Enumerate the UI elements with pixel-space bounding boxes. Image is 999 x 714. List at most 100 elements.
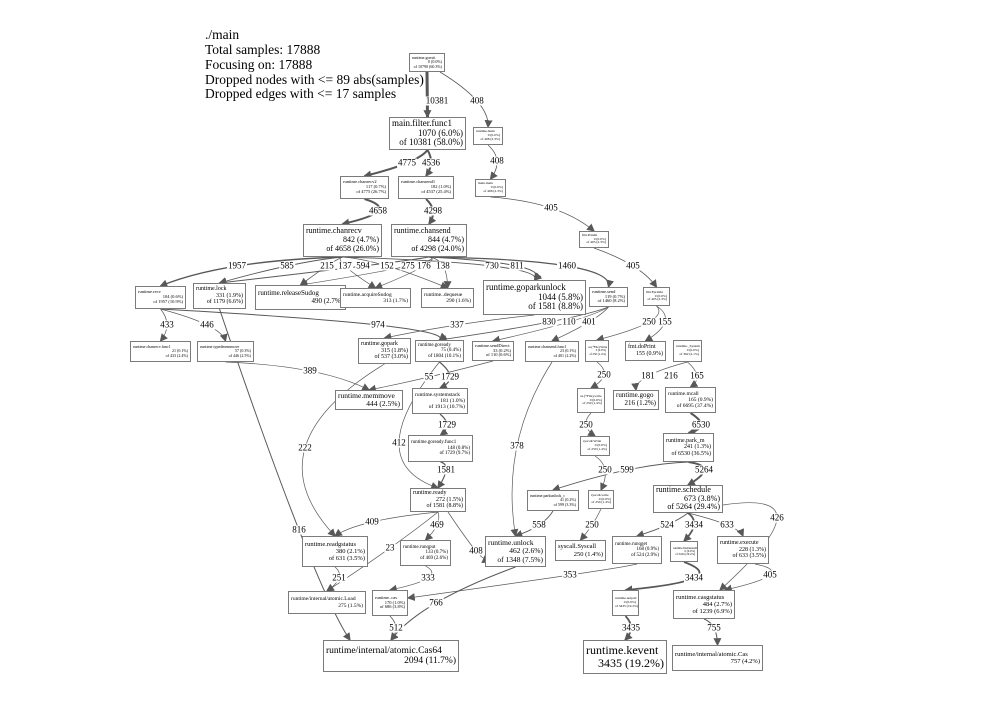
node-function-name: fmt.doPrint [628,344,656,351]
node-function-name: runtime.chanrecv2 [343,179,377,185]
node-function-name: runtime.netpoll [615,596,637,601]
node-function-name: runtime.readgstatus [305,540,357,548]
node-function-name: runtime.releaseSudog [258,288,319,297]
node-sample-count: 170 (1.0%) [384,599,405,605]
node-sample-count: of 10790 (60.3%) [413,63,442,69]
edge-weight-label: 250 [578,419,594,430]
node-sample-count: 673 (3.8%) [684,493,720,503]
edge-weight-label: 4658 [368,205,388,216]
node-sample-count: of 6695 (37.4%) [676,403,713,410]
node-function-name: runtime/internal/atomic.Cas64 [326,645,442,656]
node-sample-count: of 5264 (29.4%) [667,502,720,512]
node-function-name: main.filter.func1 [392,117,452,128]
node-sample-count: 490 (2.7%) [311,296,344,305]
node-sample-count: 0 (0.0%) [684,548,696,553]
node-function-name: runtime.park_m [666,437,705,444]
node-sample-count: of 408 (2.3%) [480,136,500,141]
node-sample-count: 133 (0.7%) [425,550,449,556]
edge-weight-label: 811 [509,260,525,271]
edge-weight-label: 816 [291,524,307,535]
node-sample-count: 41 (0.2%) [560,497,576,503]
node-sample-count: 0 (0.0%) [589,397,602,402]
edge-weight-label: 1581 [436,464,456,475]
edge-weight-label: 181 [640,370,656,381]
node-sample-count: of 537 (3.0%) [374,354,409,361]
node-sample-count: 757 (4.2%) [730,658,760,665]
edge-weight-label: 408 [469,95,485,106]
node-function-name: runtime.schedule [656,485,711,494]
node-function-name: runtime.chansend1 [401,179,436,185]
node-sample-count: of 10381 (58.0%) [399,137,463,148]
node-sample-count: of 405 (2.3%) [647,297,667,302]
edge-goexit-to-filter [423,71,432,119]
node-sample-count: of 524 (2.9%) [631,552,659,558]
edge-weight-label: 1957 [227,260,247,271]
edge-weight-label: 378 [509,440,525,451]
node-sample-count: 275 (1.5%) [338,602,363,609]
node-function-name: main.main [478,181,493,186]
node-sample-count: 181 (1.0%) [440,397,465,404]
node-sample-count: of 1957 (10.9%) [153,298,183,304]
edge-weight-label: 250 [597,464,613,475]
node-sample-count: 0 (0.0%) [623,600,636,605]
node-sample-count: of 1348 (7.5%) [497,554,543,564]
node-function-name: runtime.goparkunlock [486,281,566,292]
node-sample-count: 1070 (6.0%) [418,127,463,138]
node-function-name: runtime.send [592,288,616,294]
node-function-name: runtime.goready.func1 [411,440,457,446]
edge-mmain-to-println [490,196,595,232]
